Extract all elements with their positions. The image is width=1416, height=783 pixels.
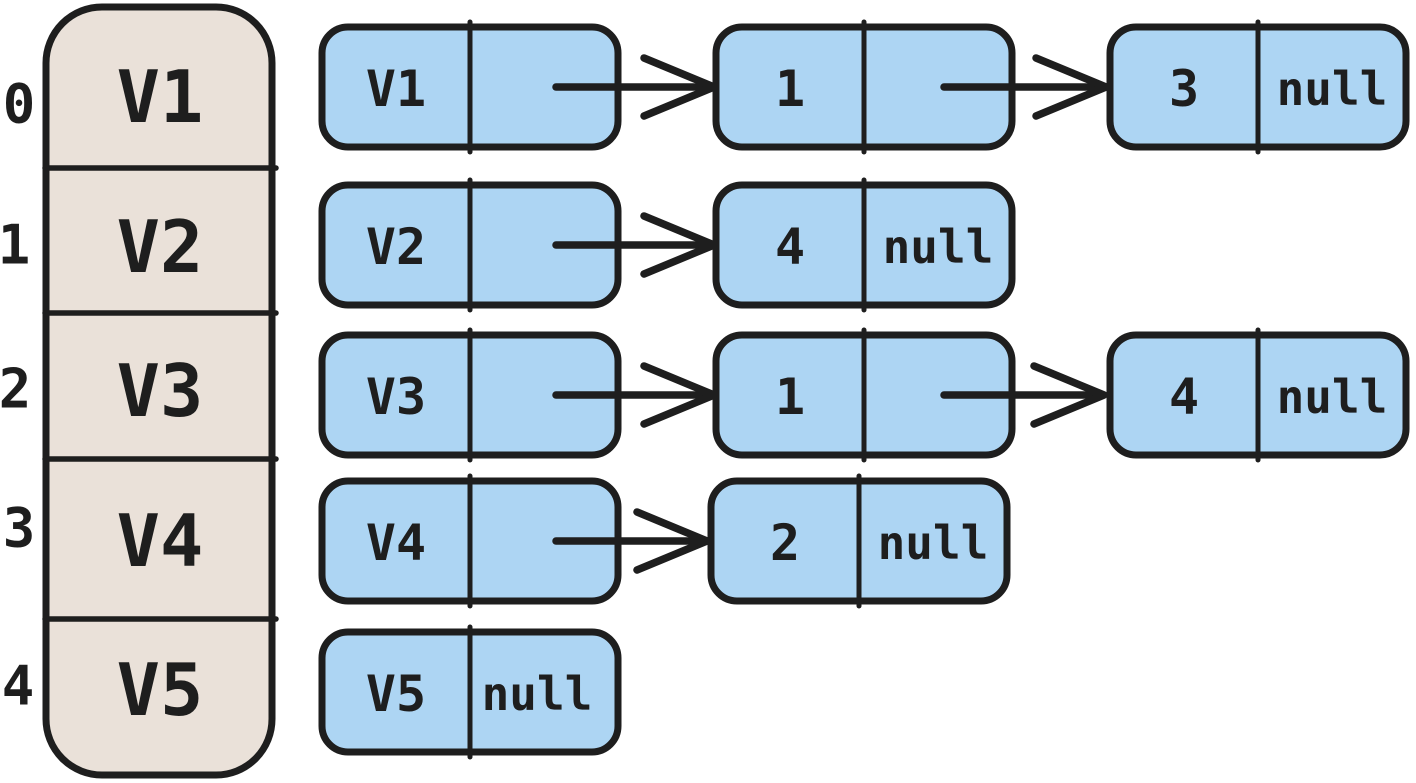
node-value: V1 [366, 60, 426, 118]
array-index: 2 [0, 358, 31, 421]
linked-list-row-2: V3 1 4 null [318, 327, 1410, 463]
array-cell-label: V2 [117, 205, 204, 289]
node-value: 1 [775, 368, 805, 426]
list-node: 1 [712, 327, 1016, 463]
linked-list-row-0: V1 1 3 null [318, 19, 1410, 155]
array-index: 3 [3, 497, 36, 560]
next-pointer-arrow [940, 54, 1110, 120]
array-cell-label: V1 [117, 55, 204, 139]
array-cell-label: V5 [117, 648, 204, 732]
list-node: 3 null [1106, 19, 1410, 155]
array-index: 4 [2, 655, 35, 718]
null-pointer-label: null [1277, 62, 1388, 116]
list-node: V5 null [318, 624, 622, 760]
vertex-array-box [42, 3, 276, 779]
node-value: V3 [366, 368, 426, 426]
next-pointer-arrow [552, 508, 711, 574]
node-value: 3 [1169, 60, 1199, 118]
list-node: V1 [318, 19, 622, 155]
node-value: 1 [775, 60, 805, 118]
list-node: V3 [318, 327, 622, 463]
null-pointer-label: null [878, 516, 989, 570]
list-node: 4 null [712, 177, 1016, 313]
array-cell-label: V4 [117, 499, 204, 583]
list-node: 4 null [1106, 327, 1410, 463]
array-index: 0 [3, 73, 36, 136]
arrow-head [1032, 54, 1110, 120]
node-value: 4 [775, 218, 805, 276]
list-node: 2 null [707, 473, 1011, 609]
null-pointer-label: null [1277, 370, 1388, 424]
null-pointer-label: null [883, 220, 994, 274]
node-value: V2 [366, 218, 426, 276]
linked-list-row-3: V4 2 null [318, 473, 1011, 609]
linked-list-row-4: V5 null [318, 624, 622, 760]
array-index: 1 [0, 214, 30, 277]
arrow-head [1030, 362, 1108, 428]
null-pointer-label: null [482, 667, 593, 721]
next-pointer-arrow [940, 362, 1108, 428]
arrow-head [633, 508, 711, 574]
node-value: 4 [1169, 368, 1199, 426]
node-value: V4 [366, 514, 426, 572]
node-value: 2 [770, 514, 800, 572]
linked-list-row-1: V2 4 null [318, 177, 1016, 313]
vertex-array: 0 1 2 3 4 V1 V2 V3 V4 V5 [0, 3, 279, 779]
node-value: V5 [366, 665, 426, 723]
array-cell-label: V3 [117, 349, 204, 433]
